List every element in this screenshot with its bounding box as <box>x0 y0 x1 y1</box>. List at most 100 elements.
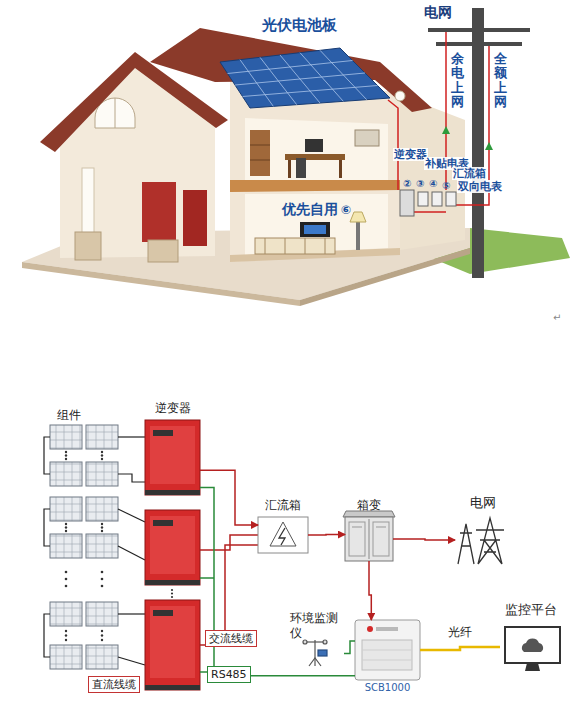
house-illustration-part <box>220 48 390 108</box>
ac-dc-rs485-wires-part <box>200 577 214 579</box>
equipment-label: 双向电表 <box>457 180 503 193</box>
house-illustration-part <box>350 212 366 222</box>
inverter-box: 逆变器 <box>145 420 200 495</box>
equipment-label: 逆变器 <box>393 148 428 161</box>
box-transformer-part <box>345 517 393 561</box>
house-illustration-part <box>250 160 270 161</box>
monitor-icon-part <box>505 627 560 663</box>
module-label: 组件 <box>57 408 81 422</box>
house-illustration-part <box>230 180 400 192</box>
pv-modules-part-part <box>101 526 103 528</box>
weather-station-part <box>323 640 327 644</box>
house-illustration-part <box>472 8 484 278</box>
cable-tag: 交流线缆 <box>205 630 257 647</box>
house-illustration-part <box>250 130 270 176</box>
node-text: 汇流箱 <box>265 497 301 514</box>
house-illustration-part-part <box>320 50 367 99</box>
house-illustration-part <box>250 145 270 146</box>
house-illustration-part <box>22 262 300 306</box>
weather-station-part <box>303 640 307 644</box>
pv-modules-part-part <box>44 437 50 474</box>
callout-number: ③ <box>416 178 424 190</box>
pv-modules-part <box>86 425 118 449</box>
pv-modules-part <box>44 437 145 665</box>
inverter-units-part <box>145 420 200 495</box>
box-transformer-part <box>373 522 389 556</box>
combiner-box-part <box>270 522 296 546</box>
house-illustration-part <box>355 130 379 146</box>
pv-modules-part-part <box>101 634 103 636</box>
cable-tag: 直流线缆 <box>88 676 140 693</box>
monitor-station: 环境监测仪 <box>290 610 344 668</box>
node-text: 环境监测仪 <box>290 610 344 641</box>
callout-number: ⑥ <box>341 203 351 217</box>
pv-modules-part <box>86 645 118 669</box>
house-illustration-part <box>60 64 215 258</box>
monitor-icon <box>505 627 560 671</box>
house-illustration-part <box>265 238 266 254</box>
inverter-units <box>145 420 200 690</box>
house-illustration-part <box>82 168 94 234</box>
house-illustration-part <box>339 160 342 178</box>
pv-modules-part-part <box>65 458 67 460</box>
house-illustration-part-part <box>260 57 297 104</box>
house-illustration-part <box>388 100 398 190</box>
pv-modules-part-part <box>44 614 50 657</box>
inverter-units-part <box>150 606 195 678</box>
platform-node: 监控平台 <box>500 622 562 672</box>
pv-modules-part-part <box>65 634 67 636</box>
house-illustration-part <box>142 182 176 242</box>
inverter-units-part <box>145 685 200 690</box>
pv-modules-part-part <box>101 530 103 532</box>
pv-modules-part-part <box>118 509 145 522</box>
house-illustration-part <box>418 192 428 206</box>
pv-modules-part-part <box>65 454 67 456</box>
pv-modules-part-part <box>118 436 145 437</box>
inverter-units-part <box>145 490 200 495</box>
house-illustration-part <box>245 118 388 180</box>
ac-dc-rs485-wires <box>200 535 258 672</box>
pv-modules-part-part <box>65 451 67 453</box>
node-text: 监控平台 <box>505 601 557 619</box>
grid-node: 电网 <box>455 515 510 565</box>
pv-modules-part <box>86 497 118 521</box>
weather-station-part <box>309 658 321 666</box>
pv-modules-part-part <box>101 451 103 453</box>
inverter-units-part <box>145 600 200 690</box>
scb1000-box-part <box>362 640 412 670</box>
pv-modules-part-part <box>65 585 68 588</box>
house-illustration-part <box>75 232 101 260</box>
pv-modules-part <box>86 462 118 486</box>
connector <box>308 534 345 536</box>
pv-modules-part-part <box>171 596 173 598</box>
combiner-box-part <box>279 528 285 545</box>
pv-modules-part-part <box>171 592 173 594</box>
pv-modules-part-part <box>65 526 67 528</box>
export-label: 余电上网 <box>451 52 464 109</box>
house-illustration-part <box>285 154 345 160</box>
house-illustration-part <box>305 238 306 254</box>
house-illustration-part <box>255 238 335 254</box>
pv-modules-part <box>50 497 82 521</box>
callout-number: ② <box>403 178 411 190</box>
pv-modules-part-part <box>65 630 67 632</box>
box-transformer <box>343 511 395 561</box>
weather-station <box>303 640 327 666</box>
house-illustration-part <box>325 238 326 254</box>
pv-modules-part-part <box>101 571 104 574</box>
pv-modules-part-part <box>118 613 145 614</box>
pv-modules-part <box>50 534 82 558</box>
scb1000-box-part <box>355 620 420 680</box>
pv-modules-part <box>86 534 118 558</box>
node-text: 逆变器 <box>155 400 191 417</box>
transformer-box: 箱变 <box>345 517 393 561</box>
edge-label: 光纤 <box>446 624 474 641</box>
weather-station-part <box>318 650 327 656</box>
house-illustration-part <box>414 211 446 213</box>
monitor-icon-part <box>525 663 540 671</box>
pv-modules-part <box>86 602 118 626</box>
equipment-label: 汇流箱 <box>452 167 487 180</box>
